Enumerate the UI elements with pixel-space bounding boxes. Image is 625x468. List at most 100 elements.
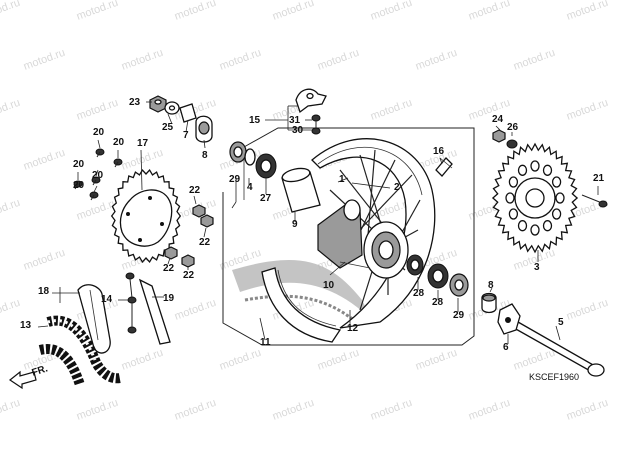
- chain-guide: [77, 272, 171, 354]
- callout-16: 16: [433, 146, 445, 157]
- watermark-text: motod.ru: [22, 147, 67, 173]
- watermark-text: motod.ru: [565, 97, 610, 123]
- watermark-text: motod.ru: [173, 97, 218, 123]
- callout-6: 6: [503, 342, 509, 353]
- watermark-text: motod.ru: [75, 397, 120, 423]
- sprocket-hole: [505, 192, 515, 204]
- callout-15: 15: [249, 115, 261, 126]
- watermark-text: motod.ru: [369, 0, 414, 23]
- watermark-text: motod.ru: [173, 0, 218, 23]
- callout-1: 1: [339, 174, 345, 185]
- callout-25: 25: [162, 122, 174, 133]
- watermark-text: motod.ru: [0, 297, 22, 323]
- diagram-code: KSCEF1960: [529, 372, 579, 382]
- callout-4: 4: [247, 182, 253, 193]
- axle-nut-group: [149, 95, 213, 143]
- watermark-text: motod.ru: [0, 0, 22, 23]
- watermark-text: motod.ru: [467, 97, 512, 123]
- disc-bolts: [73, 148, 123, 201]
- callout-labels: 1234567889101112131415161718192020202020…: [20, 97, 605, 353]
- watermark-text: motod.ru: [120, 147, 165, 173]
- valve-stem: [435, 157, 453, 177]
- watermark-text: motod.ru: [0, 397, 22, 423]
- watermark-text: motod.ru: [467, 0, 512, 23]
- watermark-text: motod.ru: [120, 47, 165, 73]
- callout-23: 23: [129, 97, 141, 108]
- callout-30: 30: [292, 125, 304, 136]
- watermark-text: motod.ru: [75, 97, 120, 123]
- brake-disc: [110, 169, 182, 263]
- callout-22: 22: [183, 270, 195, 281]
- callout-11: 11: [260, 337, 271, 348]
- sprocket-hole: [551, 208, 562, 220]
- watermark-text: motod.ru: [414, 47, 459, 73]
- direction-label: FR.: [31, 363, 50, 379]
- callout-8: 8: [202, 150, 208, 161]
- callout-7: 7: [183, 130, 189, 141]
- sprocket-hole: [555, 192, 565, 204]
- callout-5: 5: [558, 317, 564, 328]
- callout-29: 29: [229, 174, 241, 185]
- sprocket-hole: [517, 220, 528, 232]
- watermark-text: motod.ru: [218, 47, 263, 73]
- watermark-text: motod.ru: [22, 247, 67, 273]
- callout-2: 2: [394, 182, 400, 193]
- callout-19: 19: [163, 293, 175, 304]
- callout-29: 29: [453, 310, 465, 321]
- watermark-text: motod.ru: [22, 47, 67, 73]
- watermark-text: motod.ru: [271, 0, 316, 23]
- sprocket-hole: [542, 220, 553, 232]
- callout-20: 20: [92, 170, 104, 181]
- callout-10: 10: [323, 280, 335, 291]
- chain-adjuster: [295, 88, 327, 135]
- watermark-text: motod.ru: [75, 0, 120, 23]
- callout-14: 14: [101, 294, 113, 305]
- watermark-text: motod.ru: [512, 347, 557, 373]
- rear-sprocket: [491, 142, 579, 254]
- watermark-text: motod.ru: [369, 97, 414, 123]
- callout-9: 9: [292, 219, 298, 230]
- sprocket-fasteners: [492, 129, 608, 208]
- callout-20: 20: [113, 137, 125, 148]
- sprocket-hole: [508, 176, 519, 188]
- watermark-text: motod.ru: [467, 397, 512, 423]
- watermark-text: motod.ru: [414, 347, 459, 373]
- axle-spacer: [281, 167, 321, 213]
- callout-18: 18: [38, 286, 50, 297]
- disc-nuts: [164, 204, 214, 268]
- watermark-text: motod.ru: [173, 397, 218, 423]
- callout-27: 27: [260, 193, 272, 204]
- watermark-text: motod.ru: [565, 297, 610, 323]
- callout-17: 17: [137, 138, 149, 149]
- callout-22: 22: [199, 237, 211, 248]
- callout-22: 22: [189, 185, 201, 196]
- sprocket-hole: [517, 164, 528, 176]
- callout-28: 28: [413, 288, 425, 299]
- wheel-rim: [261, 138, 436, 343]
- leader-lines: [37, 101, 599, 344]
- watermark-text: motod.ru: [565, 397, 610, 423]
- callout-21: 21: [593, 173, 605, 184]
- sprocket-hole: [508, 208, 519, 220]
- sprocket-hole: [530, 160, 540, 172]
- drive-chain: [38, 315, 121, 387]
- sprocket-hole: [542, 164, 553, 176]
- callout-3: 3: [534, 262, 540, 273]
- callout-28: 28: [432, 297, 444, 308]
- callout-13: 13: [20, 320, 32, 331]
- watermark-text: motod.ru: [0, 197, 22, 223]
- watermark-text: motod.ru: [316, 47, 361, 73]
- callout-12: 12: [347, 323, 359, 334]
- callout-20: 20: [73, 180, 85, 191]
- callout-24: 24: [492, 114, 504, 125]
- watermark-text: motod.ru: [120, 347, 165, 373]
- left-bearings: [229, 141, 277, 179]
- watermark-text: motod.ru: [565, 0, 610, 23]
- front-direction-arrow-icon: [8, 370, 37, 390]
- sprocket-hole: [530, 224, 540, 236]
- callout-20: 20: [73, 159, 85, 170]
- right-bearings: [406, 254, 469, 297]
- callout-22: 22: [163, 263, 175, 274]
